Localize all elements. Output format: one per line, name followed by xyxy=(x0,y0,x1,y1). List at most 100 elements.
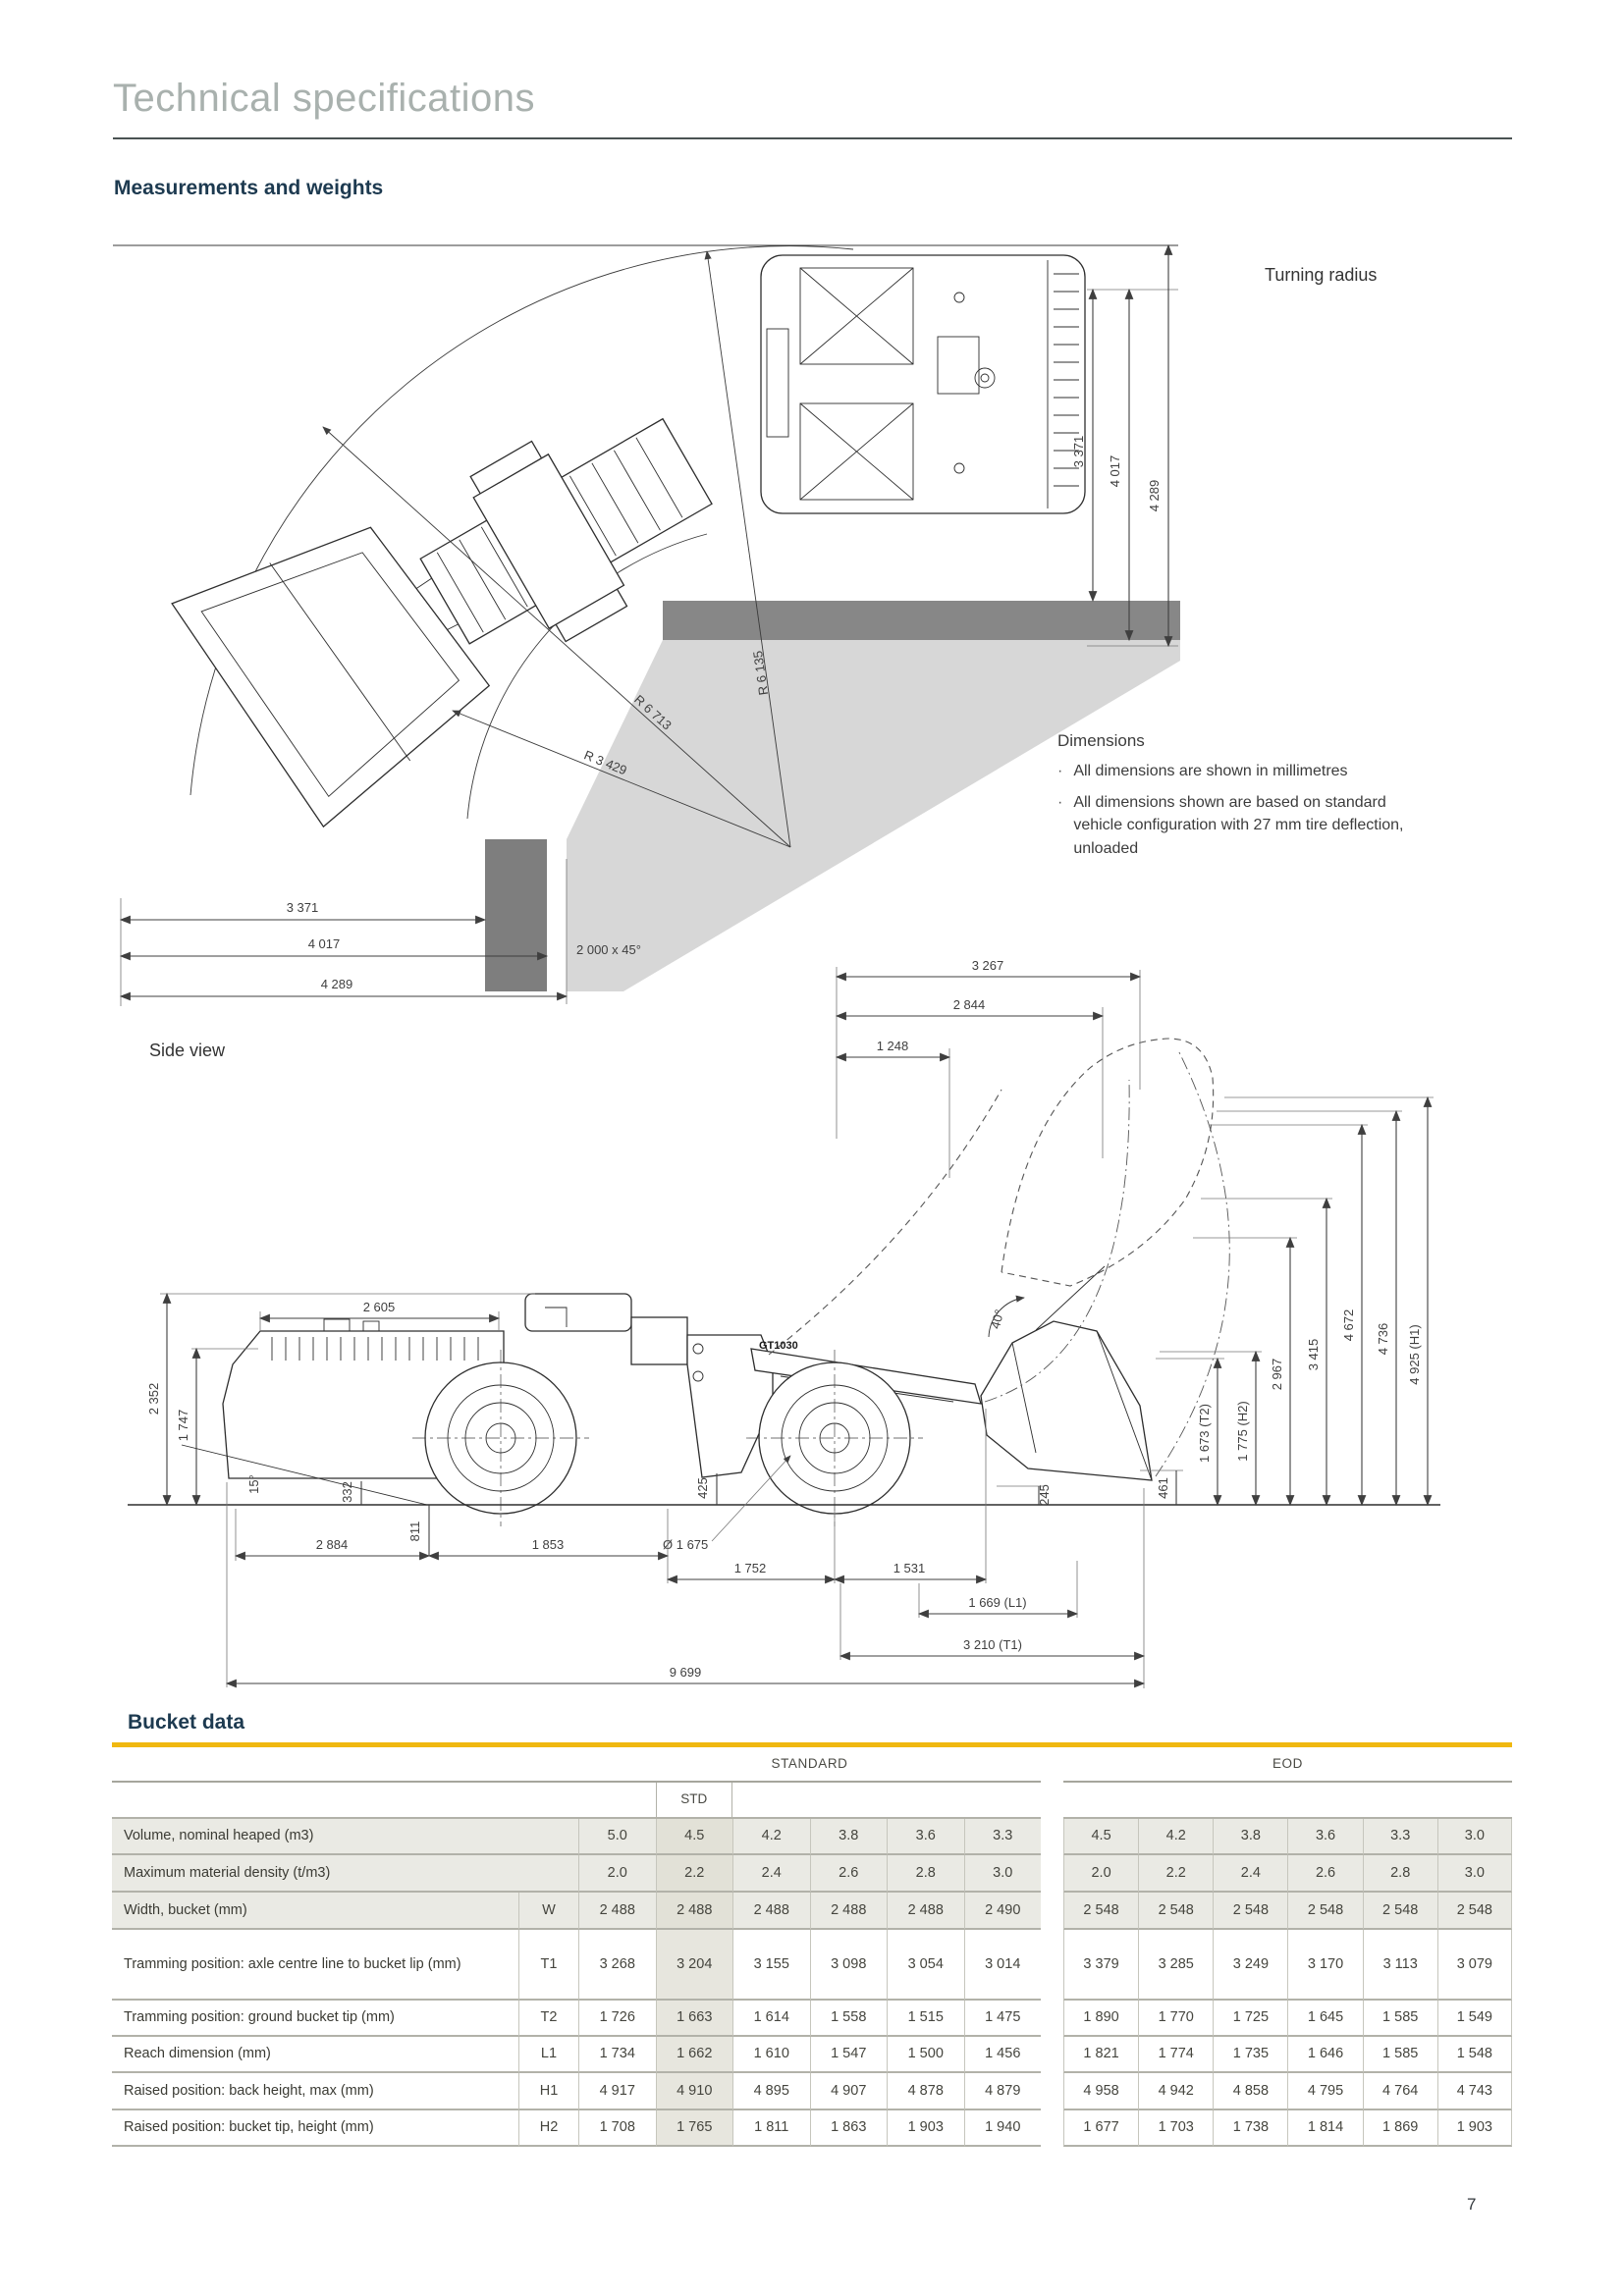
value-cell: 4 895 xyxy=(732,2073,810,2110)
dim-label: 3 415 xyxy=(1306,1339,1321,1371)
dim-label: 4 925 (H1) xyxy=(1407,1324,1422,1384)
value-cell: 1 869 xyxy=(1362,2110,1437,2147)
dimensions-note-item: · All dimensions shown are based on stan… xyxy=(1057,791,1411,860)
subheader-cell xyxy=(1287,1783,1363,1819)
value-cell: 3 054 xyxy=(887,1930,964,2001)
value-cell: 1 814 xyxy=(1287,2110,1363,2147)
value-cell: 1 774 xyxy=(1138,2037,1214,2073)
value-cell: 3 249 xyxy=(1213,1930,1288,2001)
section-heading: Measurements and weights xyxy=(114,177,384,199)
value-cell: 1 663 xyxy=(655,2001,732,2037)
bucket-data-table: STANDARD EOD STD Volume, nominal heaped … xyxy=(112,1747,1512,2147)
deck-dimension: 2 605 xyxy=(258,1300,501,1331)
dim-label: Ø 1 675 xyxy=(663,1537,708,1552)
dim-label: 1 669 (L1) xyxy=(968,1595,1026,1610)
value-cell: 1 456 xyxy=(963,2037,1041,2073)
value-cell: 1 940 xyxy=(963,2110,1041,2147)
machine-top-view-rear xyxy=(760,254,1086,514)
value-cell: 1 821 xyxy=(1063,2037,1139,2073)
value-cell: 1 726 xyxy=(578,2001,656,2037)
value-cell: 1 500 xyxy=(887,2037,964,2073)
value-cell: 1 734 xyxy=(578,2037,656,2073)
dim-label: 2 000 x 45° xyxy=(576,942,641,957)
subheader-cell xyxy=(809,1783,887,1819)
dim-label: 2 967 xyxy=(1270,1359,1284,1391)
value-cell: 5.0 xyxy=(578,1819,656,1855)
value-cell: 2 548 xyxy=(1436,1893,1512,1930)
value-cell: 1 890 xyxy=(1063,2001,1139,2037)
value-cell: 1 585 xyxy=(1362,2037,1437,2073)
side-bottom-dimensions: 2 884 1 853 1 752 1 531 1 669 (L1) 3 210… xyxy=(225,1409,1146,1688)
column-gap xyxy=(1041,2073,1063,2110)
dim-label: 4 017 xyxy=(1108,455,1122,488)
turning-radius-diagram: R 6 713 R 3 429 R 6 135 3 371 4 017 4 28… xyxy=(113,243,1180,1006)
dim-label: 1 747 xyxy=(176,1410,190,1442)
value-cell: 4.5 xyxy=(1063,1819,1139,1855)
side-top-dimensions: 3 267 2 844 1 248 xyxy=(835,958,1142,1178)
subheader-cell xyxy=(1063,1783,1139,1819)
value-cell: 4 764 xyxy=(1362,2073,1437,2110)
value-cell: 2 488 xyxy=(655,1893,732,1930)
table-row: Tramming position: axle centre line to b… xyxy=(112,1930,1512,2001)
value-cell: 4 942 xyxy=(1138,2073,1214,2110)
row-code: T2 xyxy=(518,2001,578,2037)
value-cell: 1 863 xyxy=(809,2110,887,2147)
value-cell: 4 795 xyxy=(1287,2073,1363,2110)
bucket-data-heading: Bucket data xyxy=(128,1711,245,1734)
value-cell: 2.8 xyxy=(1362,1855,1437,1893)
bullet-icon: · xyxy=(1057,794,1063,812)
dim-label: 15° xyxy=(246,1474,261,1494)
value-cell: 2 548 xyxy=(1362,1893,1437,1930)
group-header-spacer xyxy=(112,1747,578,1783)
value-cell: 4 858 xyxy=(1213,2073,1288,2110)
machine-top-view-front xyxy=(171,417,713,828)
value-cell: 1 646 xyxy=(1287,2037,1363,2073)
dim-label: 2 844 xyxy=(953,997,986,1012)
column-gap xyxy=(1041,1819,1063,1855)
value-cell: 3.3 xyxy=(1362,1819,1437,1855)
dimensions-note-title: Dimensions xyxy=(1057,731,1145,750)
value-cell: 1 725 xyxy=(1213,2001,1288,2037)
dim-label: 4 017 xyxy=(308,936,341,951)
column-gap xyxy=(1041,1783,1063,1819)
value-cell: 2 490 xyxy=(963,1893,1041,1930)
turning-radius-caption: Turning radius xyxy=(1265,265,1378,285)
value-cell: 1 770 xyxy=(1138,2001,1214,2037)
dim-label: 1 853 xyxy=(532,1537,565,1552)
dim-label: 3 371 xyxy=(287,900,319,915)
value-cell: 1 662 xyxy=(655,2037,732,2073)
value-cell: 3 098 xyxy=(809,1930,887,2001)
dim-label: 2 605 xyxy=(363,1300,396,1314)
drift-walls xyxy=(485,601,1180,991)
turning-horizontal-dimensions: 3 371 4 017 4 289 2 000 x 45° xyxy=(119,859,641,1006)
row-code: W xyxy=(518,1893,578,1930)
column-gap xyxy=(1041,1747,1063,1783)
row-label: Raised position: back height, max (mm) xyxy=(112,2073,518,2110)
value-cell: 2.2 xyxy=(655,1855,732,1893)
value-cell: 1 811 xyxy=(732,2110,810,2147)
value-cell: 1 703 xyxy=(1138,2110,1214,2147)
value-cell: 1 708 xyxy=(578,2110,656,2147)
value-cell: 4 878 xyxy=(887,2073,964,2110)
value-cell: 1 585 xyxy=(1362,2001,1437,2037)
subheader-cell xyxy=(1213,1783,1288,1819)
value-cell: 3.0 xyxy=(963,1855,1041,1893)
value-cell: 4 879 xyxy=(963,2073,1041,2110)
value-cell: 3 379 xyxy=(1063,1930,1139,2001)
subheader-cell xyxy=(1436,1783,1512,1819)
value-cell: 2 488 xyxy=(578,1893,656,1930)
value-cell: 3.6 xyxy=(1287,1819,1363,1855)
value-cell: 2.6 xyxy=(809,1855,887,1893)
dimensions-note-text: All dimensions are shown in millimetres xyxy=(1073,763,1348,779)
dim-label: 1 248 xyxy=(877,1039,909,1053)
value-cell: 1 475 xyxy=(963,2001,1041,2037)
value-cell: 4 958 xyxy=(1063,2073,1139,2110)
dimensions-note-item: · All dimensions are shown in millimetre… xyxy=(1057,760,1411,782)
page-number: 7 xyxy=(1467,2195,1477,2214)
value-cell: 2 548 xyxy=(1287,1893,1363,1930)
column-gap xyxy=(1041,2001,1063,2037)
